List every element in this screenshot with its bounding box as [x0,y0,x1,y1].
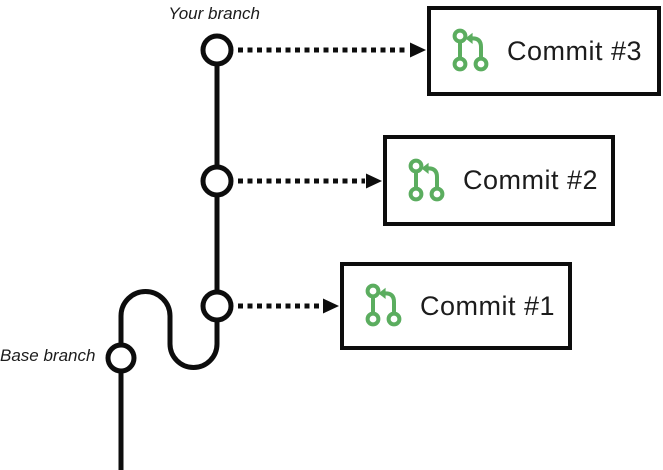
base-branch-node [105,342,137,374]
arrowhead-commit-3 [410,42,426,58]
git-pull-request-icon [408,158,445,201]
commit-card-3: Commit #3 [427,6,661,96]
git-pull-request-icon [452,28,489,72]
commit-label-1: Commit #1 [420,290,556,321]
branch-curve-line [118,50,220,470]
commit-node-1 [200,289,234,323]
base-branch-label: Base branch [0,346,96,365]
arrowhead-commit-1 [323,298,339,314]
commit-label-3: Commit #3 [507,35,643,66]
git-pull-request-icon [365,283,402,327]
commit-card-2: Commit #2 [383,135,615,226]
arrowhead-commit-2 [366,173,382,189]
commit-label-2: Commit #2 [463,165,599,195]
your-branch-label: Your branch [168,4,260,23]
commit-node-2 [200,164,234,198]
commit-card-1: Commit #1 [340,262,572,350]
commit-node-3 [200,33,234,67]
